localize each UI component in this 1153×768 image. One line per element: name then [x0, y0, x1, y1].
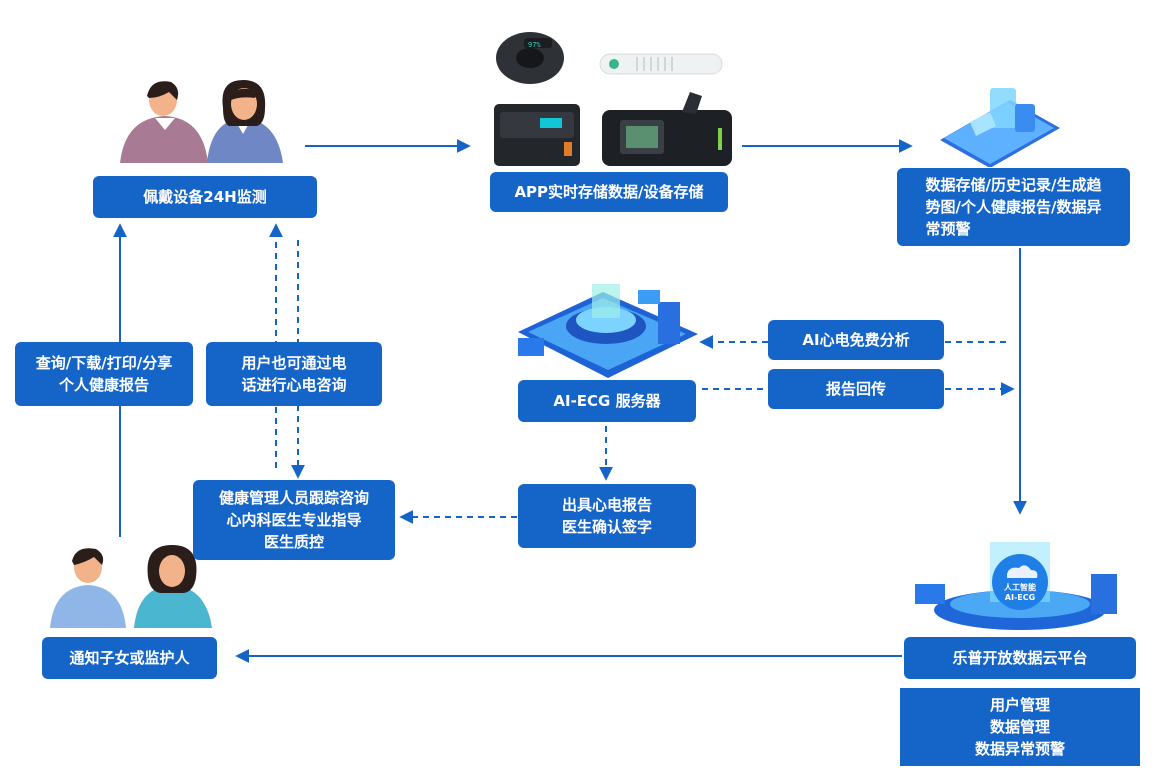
- server-platform-icon: [518, 284, 698, 378]
- health-management-node: 健康管理人员跟踪咨询 心内科医生专业指导 医生质控: [193, 480, 395, 560]
- cloud-chip-label-1: 人工智能: [1004, 582, 1036, 592]
- ai-free-analysis-label: AI心电免费分析: [802, 331, 910, 349]
- health-management-line-3: 医生质控: [263, 533, 324, 551]
- svg-text:97%: 97%: [528, 41, 541, 49]
- health-management-line-2: 心内科医生专业指导: [226, 511, 362, 529]
- health-management-line-1: 健康管理人员跟踪咨询: [218, 489, 369, 507]
- data-storage-line-2: 势图/个人健康报告/数据异: [925, 198, 1102, 216]
- data-storage-node: 数据存储/历史记录/生成趋 势图/个人健康报告/数据异 常预警: [897, 168, 1130, 246]
- report-return-label: 报告回传: [825, 380, 886, 398]
- phone-consult-node: 用户也可通过电 话进行心电咨询: [206, 342, 382, 406]
- query-report-node: 查询/下载/打印/分享 个人健康报告: [15, 342, 193, 406]
- ring-oximeter-icon: 97%: [494, 32, 732, 166]
- cloud-chip-label-2: AI-ECG: [1005, 593, 1035, 602]
- app-storage-label: APP实时存储数据/设备存储: [514, 183, 704, 201]
- wear-monitoring-node: 佩戴设备24H监测: [93, 176, 317, 218]
- data-storage-line-3: 常预警: [925, 220, 971, 238]
- issue-report-line-2: 医生确认签字: [561, 518, 652, 536]
- ai-free-analysis-node: AI心电免费分析: [768, 320, 944, 360]
- issue-report-line-1: 出具心电报告: [561, 496, 652, 514]
- platform-functions-line-1: 用户管理: [989, 696, 1050, 714]
- ai-ecg-server-label: AI-ECG 服务器: [553, 392, 661, 410]
- platform-functions-line-3: 数据异常预警: [974, 740, 1065, 758]
- platform-functions-node: 用户管理 数据管理 数据异常预警: [900, 688, 1140, 766]
- report-return-node: 报告回传: [768, 369, 944, 409]
- issue-report-node: 出具心电报告 医生确认签字: [518, 484, 696, 548]
- cloud-platform-icon: 人工智能 AI-ECG: [915, 542, 1117, 630]
- app-storage-node: APP实时存储数据/设备存储: [490, 172, 728, 212]
- query-report-line-1: 查询/下载/打印/分享: [35, 354, 173, 372]
- phone-consult-line-2: 话进行心电咨询: [241, 376, 347, 394]
- data-storage-line-1: 数据存储/历史记录/生成趋: [925, 176, 1102, 194]
- phone-consult-line-1: 用户也可通过电: [241, 354, 347, 372]
- ai-ecg-server-node: AI-ECG 服务器: [518, 380, 696, 422]
- query-report-line-2: 个人健康报告: [58, 376, 149, 394]
- notify-guardian-label: 通知子女或监护人: [69, 649, 190, 667]
- cloud-platform-node: 乐普开放数据云平台: [904, 637, 1136, 679]
- person-icon: [120, 80, 283, 163]
- notify-guardian-node: 通知子女或监护人: [42, 637, 217, 679]
- wear-monitoring-label: 佩戴设备24H监测: [143, 188, 267, 206]
- phone-data-icon: [940, 88, 1060, 167]
- cloud-platform-label: 乐普开放数据云平台: [952, 649, 1088, 667]
- person-icon: [50, 545, 212, 628]
- platform-functions-line-2: 数据管理: [989, 718, 1050, 736]
